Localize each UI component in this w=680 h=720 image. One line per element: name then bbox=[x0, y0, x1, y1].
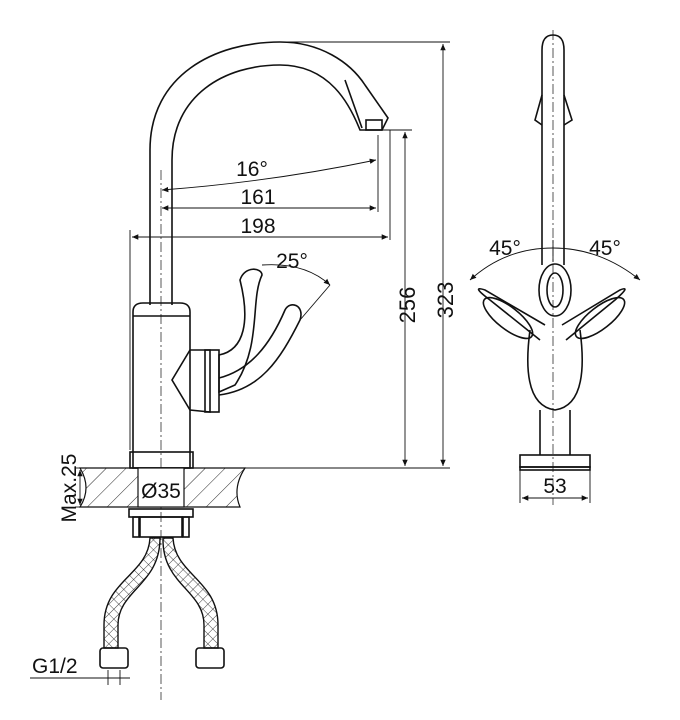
front-view: 256 323 16° 161 198 25° Max.25 Ø35 G1/2 bbox=[30, 41, 458, 700]
side-base-ring bbox=[519, 454, 591, 468]
side-handle-center bbox=[538, 263, 572, 317]
dim-spout-angle: 16° bbox=[236, 158, 268, 181]
hose-right bbox=[162, 537, 219, 649]
lever-handle-tilted bbox=[218, 304, 302, 396]
dim-counter-max: Max.25 bbox=[58, 454, 81, 523]
spout-tip-detail bbox=[344, 79, 363, 129]
base-ring bbox=[129, 451, 194, 469]
nut-right bbox=[195, 647, 225, 669]
dim-connection: G1/2 bbox=[32, 655, 78, 678]
side-handle-left bbox=[477, 287, 546, 341]
dim-handle-left-angle: 45° bbox=[489, 237, 521, 260]
spout bbox=[149, 41, 389, 305]
side-view: 53 45° 45° bbox=[469, 30, 641, 505]
faucet-body bbox=[132, 302, 191, 469]
nut-left bbox=[99, 647, 129, 669]
side-body bbox=[527, 329, 583, 411]
dim-total-height: 323 bbox=[433, 282, 458, 319]
dim-base-width: 53 bbox=[543, 475, 566, 498]
dim-spout-height: 256 bbox=[395, 287, 420, 324]
dim-handle-right-angle: 45° bbox=[589, 237, 621, 260]
aerator bbox=[365, 119, 383, 131]
side-handle-right bbox=[561, 287, 626, 341]
dim-handle-angle: 25° bbox=[276, 250, 308, 273]
dim-hole-diameter: Ø35 bbox=[141, 480, 181, 503]
dim-reach-198: 198 bbox=[240, 215, 275, 238]
hose-left bbox=[103, 537, 161, 649]
dim-reach-161: 161 bbox=[240, 186, 275, 209]
lever-handle bbox=[218, 268, 263, 394]
